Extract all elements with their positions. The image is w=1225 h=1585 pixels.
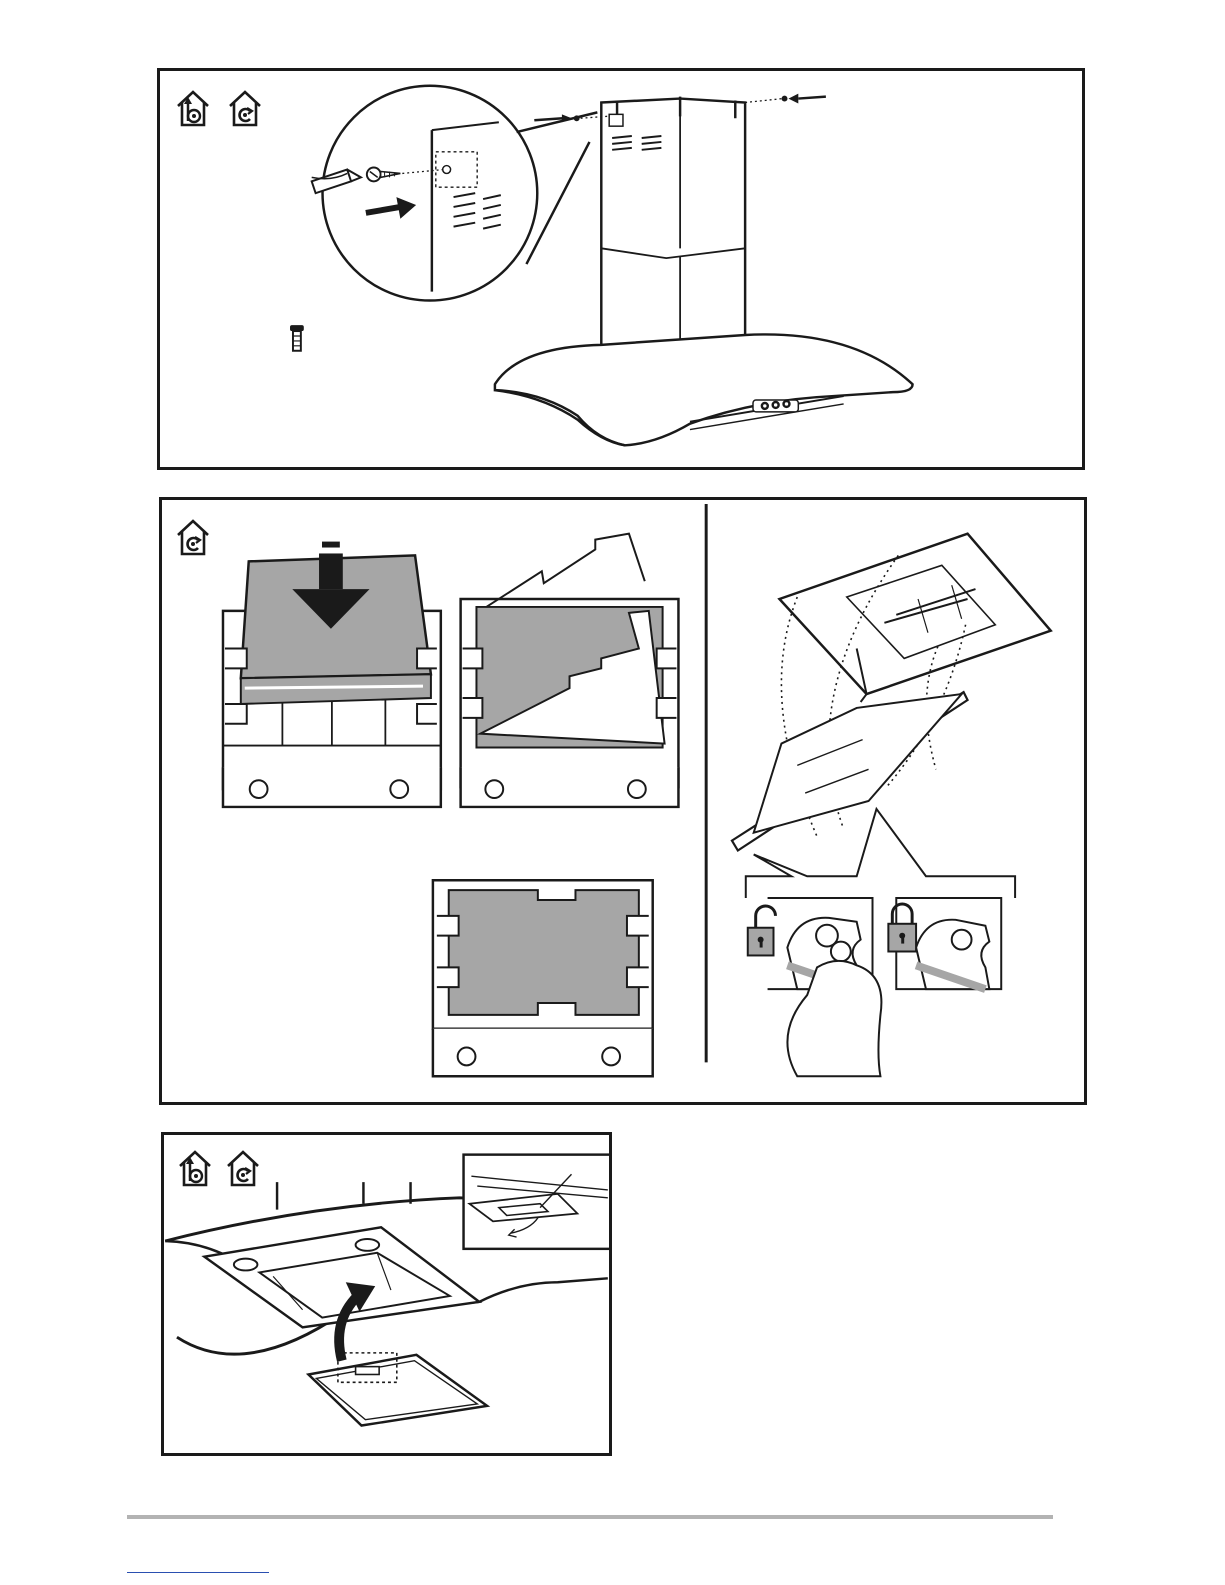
unlock-detail [768,898,882,1076]
charcoal-filter-panel [159,497,1087,1105]
filter-frame-step-3 [433,880,653,1076]
footer-link-underline[interactable] [127,1572,269,1573]
filter-frame-step-2 [461,534,679,807]
chimney-illustration [160,71,1082,467]
filter-frame-step-1 [223,542,441,807]
footer-rule [127,1515,1053,1519]
hood-underside-assembly [732,534,1051,851]
grease-filter-illustration [164,1135,609,1453]
filter-illustration [162,500,1084,1102]
grease-filter [308,1353,487,1426]
grease-filter-panel [161,1132,612,1456]
hood-canopy [495,334,913,445]
screw-icon [290,325,304,351]
catch-detail-inset [464,1155,609,1249]
chimney-installation-panel [157,68,1085,470]
